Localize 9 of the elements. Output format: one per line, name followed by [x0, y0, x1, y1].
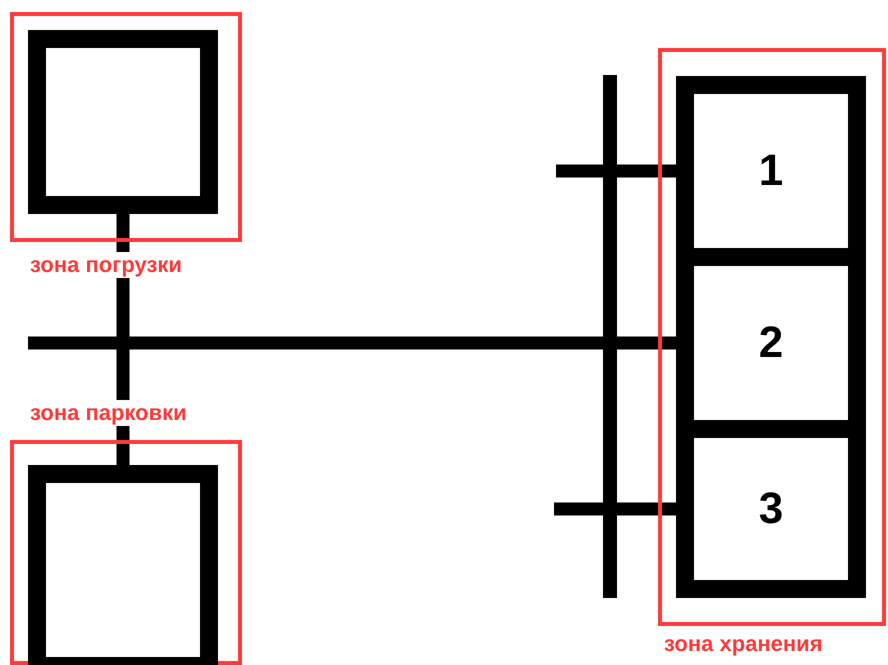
cell-number: 3: [758, 484, 784, 534]
track-line: [556, 164, 676, 178]
platform-square: [28, 30, 218, 214]
track-line: [28, 336, 676, 350]
track-line: [554, 502, 676, 516]
track-line: [116, 214, 130, 465]
cell-number: 2: [758, 318, 784, 368]
cell-number: 1: [758, 146, 784, 196]
platform-square: [28, 465, 218, 665]
